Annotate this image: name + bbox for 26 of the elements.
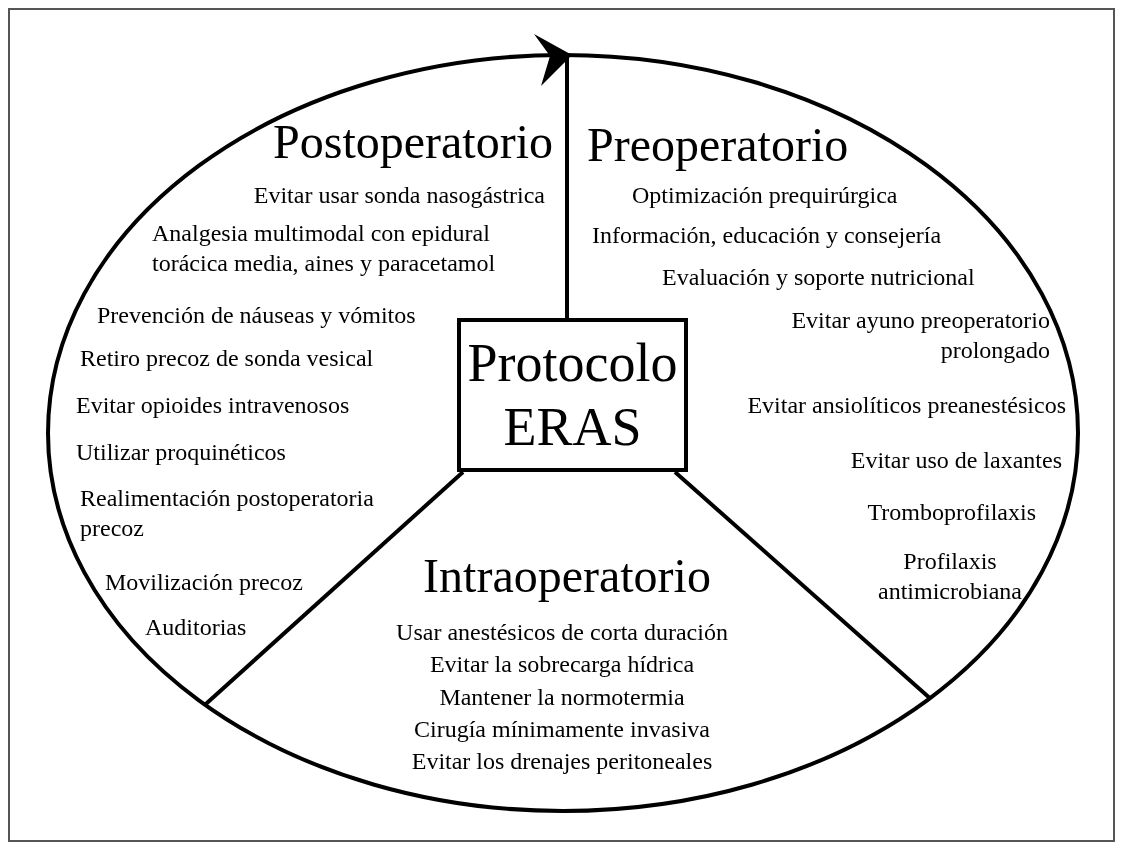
- list-item: Optimización prequirúrgica: [632, 181, 898, 210]
- list-item: Usar anestésicos de corta duración: [396, 618, 728, 647]
- list-item: Movilización precoz: [105, 568, 303, 597]
- section-heading: Postoperatorio: [273, 116, 553, 168]
- list-item: Analgesia multimodal con epidural torácica media, aines y paracetamol: [152, 219, 497, 278]
- list-item: Profilaxis antimicrobiana: [877, 547, 1023, 606]
- list-item: Tromboprofilaxis: [867, 498, 1036, 527]
- list-item: Evitar ayuno preoperatorio prolongado: [790, 306, 1050, 365]
- list-item: Retiro precoz de sonda vesical: [80, 344, 374, 373]
- list-item: Prevención de náuseas y vómitos: [97, 301, 416, 330]
- list-item: Evitar opioides intravenosos: [76, 391, 350, 420]
- list-item: Cirugía mínimamente invasiva: [414, 715, 710, 744]
- list-item: Mantener la normotermia: [439, 683, 685, 712]
- list-item: Evaluación y soporte nutricional: [662, 263, 975, 292]
- list-item: Evitar uso de laxantes: [850, 446, 1062, 475]
- list-item: Evitar la sobrecarga hídrica: [429, 650, 695, 679]
- section-heading: Preoperatorio: [587, 119, 849, 171]
- list-item: Evitar los drenajes peritoneales: [411, 747, 713, 776]
- list-item: Evitar usar sonda nasogástrica: [253, 181, 545, 210]
- section-heading: Intraoperatorio: [423, 550, 711, 602]
- list-item: Utilizar proquinéticos: [76, 438, 286, 467]
- list-item: Auditorias: [145, 613, 247, 642]
- list-item: Evitar ansiolíticos preanestésicos: [747, 391, 1066, 420]
- list-item: Información, educación y consejería: [592, 221, 942, 250]
- title-box: Protocolo ERAS: [457, 318, 688, 472]
- list-item: Realimentación postoperatoria precoz: [80, 484, 375, 543]
